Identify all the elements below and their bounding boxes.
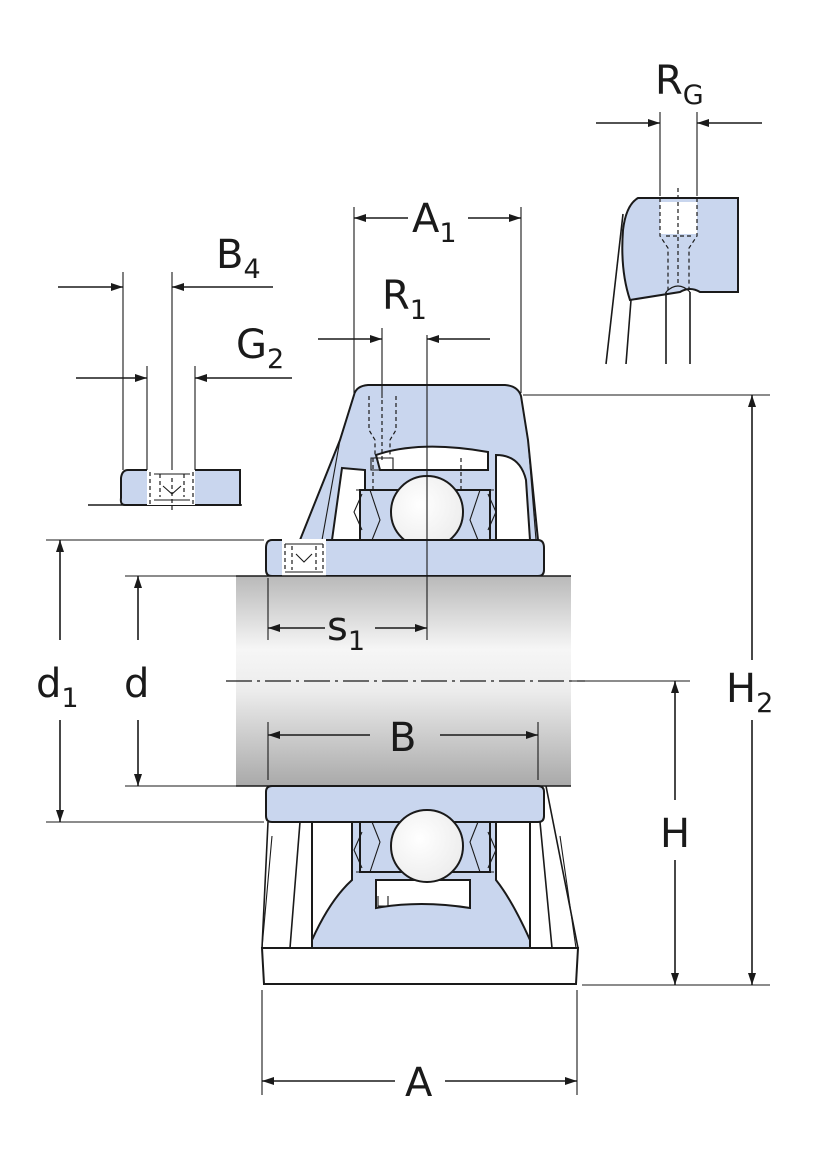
rg-detail-view: [596, 112, 762, 365]
label-a1: A1: [412, 196, 457, 249]
locking-collar: [265, 539, 545, 577]
label-a: A: [405, 1060, 433, 1106]
label-h2: H2: [726, 666, 773, 719]
shaft: [226, 575, 585, 787]
label-g2: G2: [236, 322, 284, 375]
dimension-lines: [46, 207, 770, 1095]
label-s1: s1: [327, 604, 365, 657]
label-rg: RG: [655, 58, 704, 111]
label-b: B: [389, 715, 416, 761]
label-h: H: [660, 811, 690, 857]
label-b4: B4: [216, 232, 261, 285]
label-d1: d1: [36, 661, 79, 714]
label-d: d: [124, 661, 149, 707]
b4-g2-detail-view: [58, 272, 292, 512]
label-r1: R1: [382, 273, 427, 326]
ball-lower: [390, 809, 464, 883]
